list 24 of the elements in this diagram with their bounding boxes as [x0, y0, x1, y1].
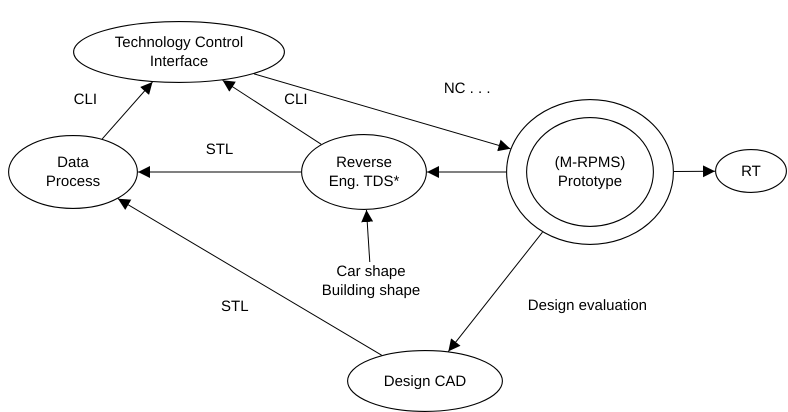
arrow — [138, 166, 302, 178]
node-label: Car shape Building shape — [320, 262, 422, 300]
arrow — [254, 73, 511, 152]
process-ellipse — [8, 135, 138, 209]
process-ellipse — [301, 134, 427, 210]
node-label: RT — [740, 162, 762, 180]
node-label: Design CAD — [382, 372, 468, 390]
edge-label: Design evaluation — [528, 296, 648, 315]
process-ellipse — [715, 149, 787, 193]
outer-ellipse — [506, 99, 674, 245]
node-label: (M-RPMS) Prototype — [554, 153, 626, 191]
node-label: Technology Control Interface — [114, 33, 244, 71]
arrow — [361, 209, 374, 262]
arrow — [448, 232, 543, 352]
process-ellipse — [73, 21, 285, 83]
process-ellipse — [526, 117, 654, 227]
arrow — [674, 165, 716, 178]
process-ellipse — [347, 350, 503, 412]
arrow — [222, 80, 322, 145]
node-label: Data Process — [44, 153, 102, 191]
arrow — [117, 198, 382, 356]
arrow — [426, 166, 506, 178]
node-label: Reverse Eng. TDS* — [328, 153, 400, 191]
arrow — [102, 82, 153, 140]
